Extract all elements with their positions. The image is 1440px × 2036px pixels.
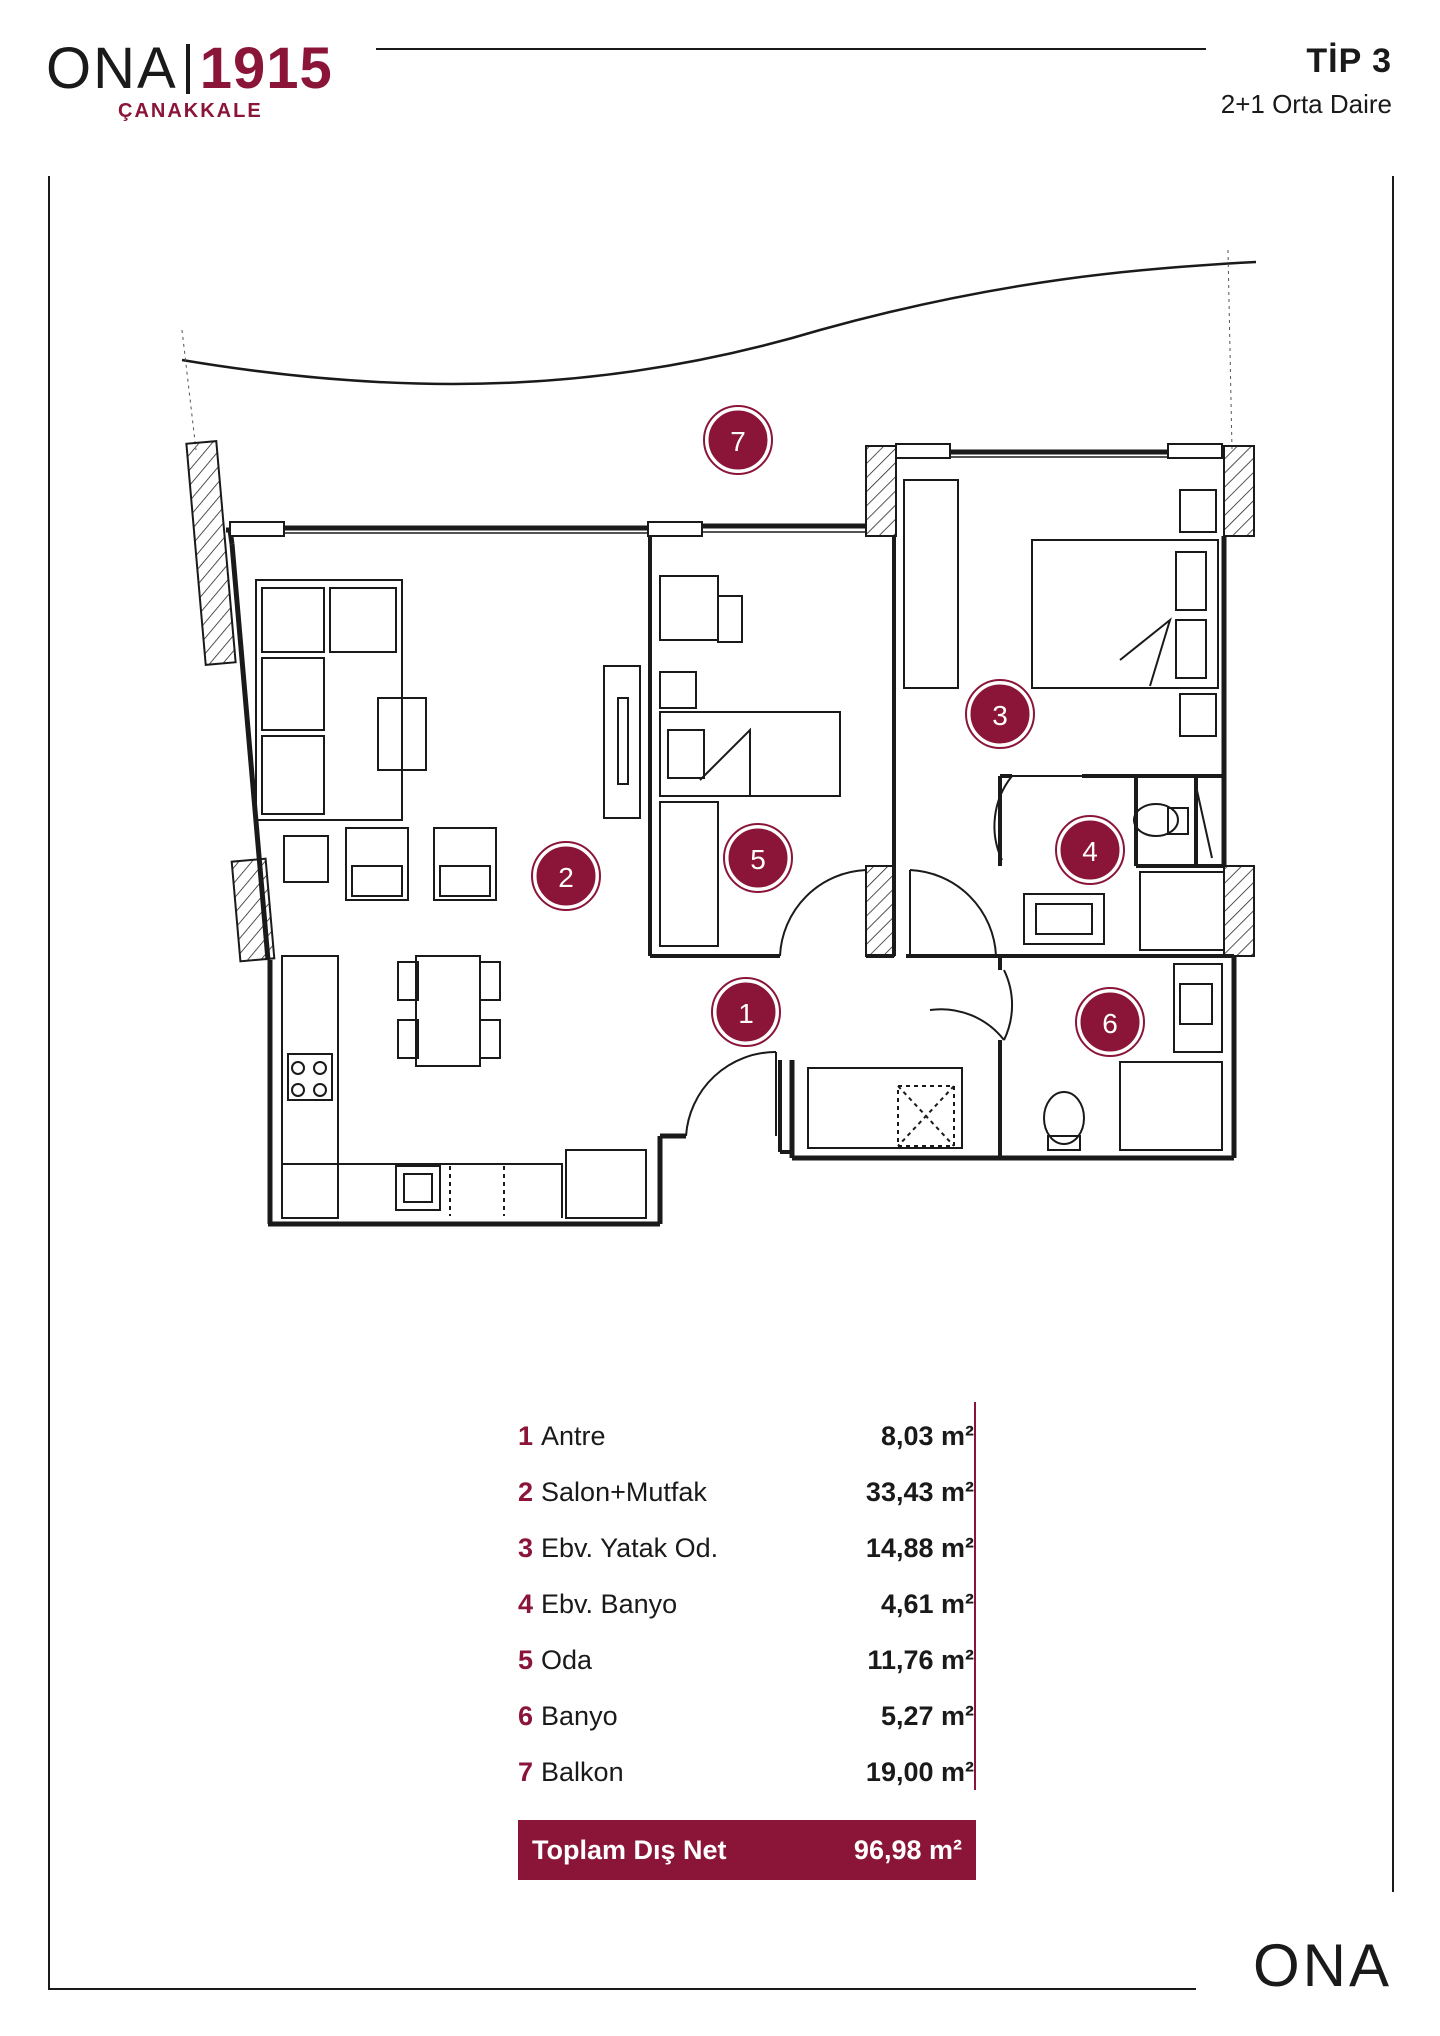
room-number: 4 bbox=[518, 1588, 534, 1619]
balcony-guide-left bbox=[181, 329, 197, 451]
total-row: Toplam Dış Net 96,98 m² bbox=[518, 1820, 976, 1880]
kitchen bbox=[281, 955, 647, 1219]
room-marker-7: 7 bbox=[703, 405, 773, 475]
room-area: 11,76 m² bbox=[867, 1644, 974, 1675]
windows bbox=[284, 456, 1224, 534]
room-marker-6-label: 6 bbox=[1102, 1008, 1118, 1039]
room-area: 8,03 m² bbox=[880, 1420, 974, 1451]
balcony-guide-right bbox=[1227, 249, 1233, 451]
room-number: 1 bbox=[518, 1420, 534, 1451]
doors bbox=[685, 775, 1082, 1137]
room-area: 33,43 m² bbox=[865, 1476, 974, 1507]
room-number: 2 bbox=[518, 1476, 534, 1507]
type-subtitle: 2+1 Orta Daire bbox=[1220, 89, 1392, 119]
brand-year: 1915 bbox=[199, 36, 333, 101]
room-marker-5-label: 5 bbox=[750, 844, 766, 875]
room-marker-3-label: 3 bbox=[992, 700, 1008, 731]
living-furniture bbox=[255, 579, 641, 1067]
room6-fixtures bbox=[807, 963, 1223, 1151]
window-frame-2 bbox=[647, 521, 703, 537]
column-left-top bbox=[185, 440, 237, 666]
brand-logo-text: ONA 1915 bbox=[46, 40, 333, 98]
room-number: 6 bbox=[518, 1700, 534, 1731]
room3-furniture bbox=[903, 479, 1219, 737]
type-title: TİP 3 bbox=[1306, 42, 1392, 80]
column-center bbox=[865, 865, 895, 957]
frame-left bbox=[48, 176, 50, 1990]
room-name: Ebv. Yatak Od. bbox=[541, 1532, 719, 1563]
room-name: Balkon bbox=[541, 1756, 624, 1787]
floor-plan: 1 2 3 4 5 6 7 bbox=[181, 249, 1257, 1227]
type-block: TİP 3 2+1 Orta Daire bbox=[1221, 42, 1392, 120]
room-name: Banyo bbox=[541, 1700, 618, 1731]
room-number: 5 bbox=[518, 1644, 534, 1675]
table-accent-line bbox=[974, 1402, 976, 1790]
room-marker-1: 1 bbox=[711, 977, 781, 1047]
room-marker-4-label: 4 bbox=[1082, 836, 1098, 867]
total-label: Toplam Dış Net bbox=[532, 1834, 727, 1865]
room-number: 3 bbox=[518, 1532, 534, 1563]
brand-city: ÇANAKKALE bbox=[118, 100, 263, 122]
room4-fixtures bbox=[1023, 785, 1225, 951]
room-name: Ebv. Banyo bbox=[541, 1588, 678, 1619]
column-top-mid bbox=[865, 445, 897, 537]
brand-name: ONA bbox=[46, 36, 178, 101]
frame-bottom bbox=[48, 1988, 1196, 1990]
balcony-edge bbox=[181, 260, 1257, 386]
room-marker-2: 2 bbox=[531, 841, 601, 911]
window-frame-1 bbox=[229, 521, 285, 537]
room-name: Oda bbox=[541, 1644, 593, 1675]
room-marker-5: 5 bbox=[723, 823, 793, 893]
brand-separator bbox=[185, 44, 190, 94]
frame-right bbox=[1392, 176, 1394, 1892]
room-marker-3: 3 bbox=[965, 679, 1035, 749]
room-area: 5,27 m² bbox=[880, 1700, 974, 1731]
room5-furniture bbox=[659, 575, 841, 947]
total-area: 96,98 m² bbox=[853, 1834, 962, 1865]
room-marker-7-label: 7 bbox=[730, 426, 746, 457]
footer-logo: ONA bbox=[1252, 1932, 1392, 1999]
room-marker-6: 6 bbox=[1075, 987, 1145, 1057]
interior-walls bbox=[648, 536, 1234, 1158]
room-name: Antre bbox=[541, 1420, 606, 1451]
column-right bbox=[1223, 865, 1255, 957]
room-marker-2-label: 2 bbox=[558, 862, 574, 893]
room-name: Salon+Mutfak bbox=[541, 1476, 707, 1507]
room-marker-4: 4 bbox=[1055, 815, 1125, 885]
room-area: 19,00 m² bbox=[865, 1756, 974, 1787]
window-frame-3 bbox=[895, 443, 951, 459]
room-area: 14,88 m² bbox=[865, 1532, 974, 1563]
brand-logo: ONA 1915 ÇANAKKALE bbox=[46, 40, 333, 123]
room-number: 7 bbox=[518, 1756, 534, 1787]
header-rule bbox=[376, 48, 1206, 50]
room-marker-1-label: 1 bbox=[738, 998, 754, 1029]
window-frame-4 bbox=[1167, 443, 1223, 459]
room-area: 4,61 m² bbox=[880, 1588, 974, 1619]
column-top-right bbox=[1223, 445, 1255, 537]
